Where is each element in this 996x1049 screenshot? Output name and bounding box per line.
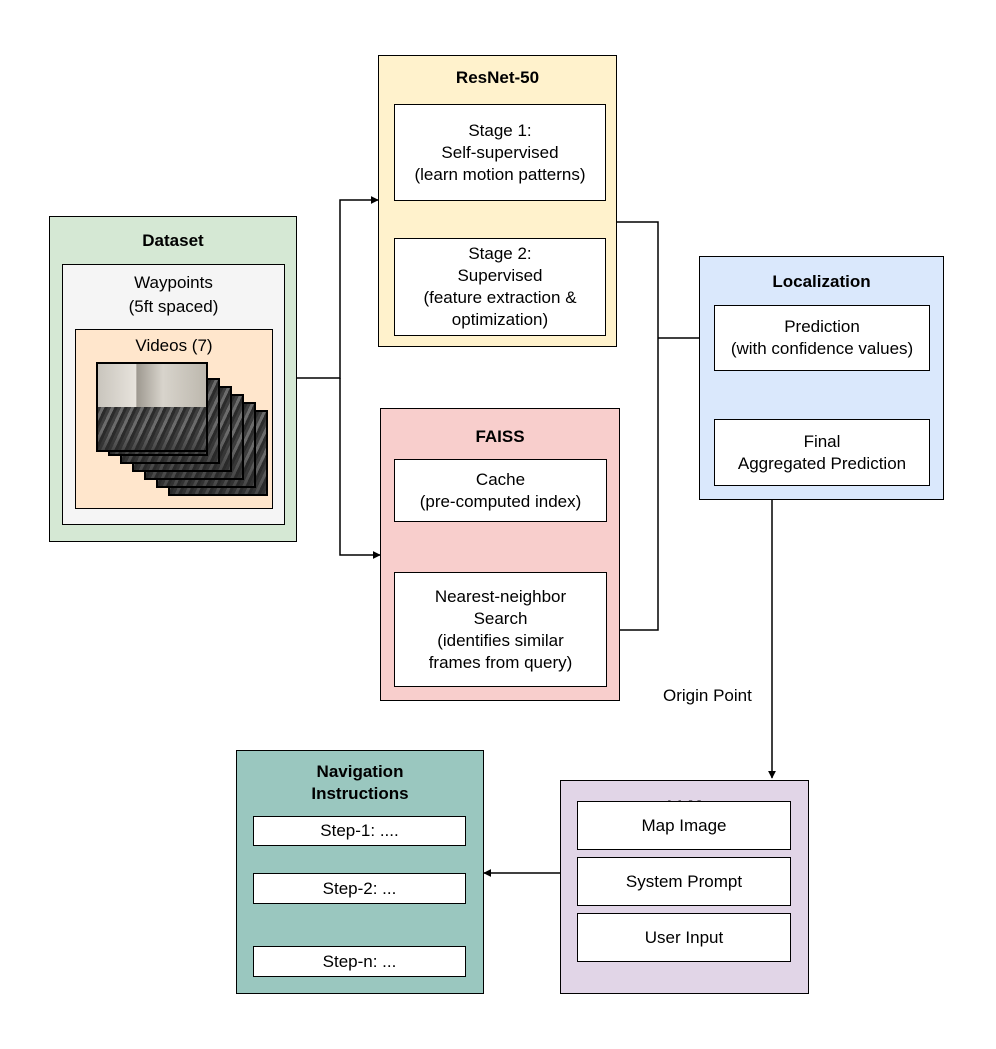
waypoints-box: Waypoints (5ft spaced) Videos (7) <box>62 264 285 525</box>
videos-box: Videos (7) <box>75 329 273 509</box>
localization-box: Localization Prediction (with confidence… <box>699 256 944 500</box>
step-n-item: Step-n: ... <box>253 946 466 977</box>
cache-box: Cache (pre-computed index) <box>394 459 607 522</box>
step-1-item: Step-1: .... <box>253 816 466 846</box>
user-input-item: User Input <box>577 913 791 962</box>
waypoints-label: Waypoints (5ft spaced) <box>128 273 219 316</box>
step-2-item: Step-2: ... <box>253 873 466 904</box>
nearest-neighbor-search-box: Nearest-neighbor Search (identifies simi… <box>394 572 607 687</box>
map-image-item: Map Image <box>577 801 791 850</box>
stage2-box: Stage 2: Supervised (feature extraction … <box>394 238 606 336</box>
resnet-title: ResNet-50 <box>455 68 540 87</box>
localization-title: Localization <box>772 272 871 291</box>
hallway-image <box>96 362 208 452</box>
resnet-box: ResNet-50 Stage 1: Self-supervised (lear… <box>378 55 617 347</box>
dataset-to-resnet-arrow <box>297 196 379 379</box>
resnet-to-localization-line <box>617 221 659 631</box>
faiss-title: FAISS <box>475 427 525 446</box>
dataset-title: Dataset <box>142 231 204 250</box>
navigation-title: Navigation Instructions <box>311 762 409 803</box>
system-prompt-item: System Prompt <box>577 857 791 906</box>
origin-point-label: Origin Point <box>663 686 752 705</box>
prediction-box: Prediction (with confidence values) <box>714 305 930 371</box>
final-aggregated-prediction-box: Final Aggregated Prediction <box>714 419 930 486</box>
videos-label: Videos (7) <box>135 336 213 355</box>
dataset-to-faiss-arrow <box>339 378 381 559</box>
faiss-box: FAISS Cache (pre-computed index) Nearest… <box>380 408 620 701</box>
dataset-box: Dataset Waypoints (5ft spaced) Videos (7… <box>49 216 297 542</box>
stage1-box: Stage 1: Self-supervised (learn motion p… <box>394 104 606 201</box>
video-frame-stack <box>96 362 268 502</box>
